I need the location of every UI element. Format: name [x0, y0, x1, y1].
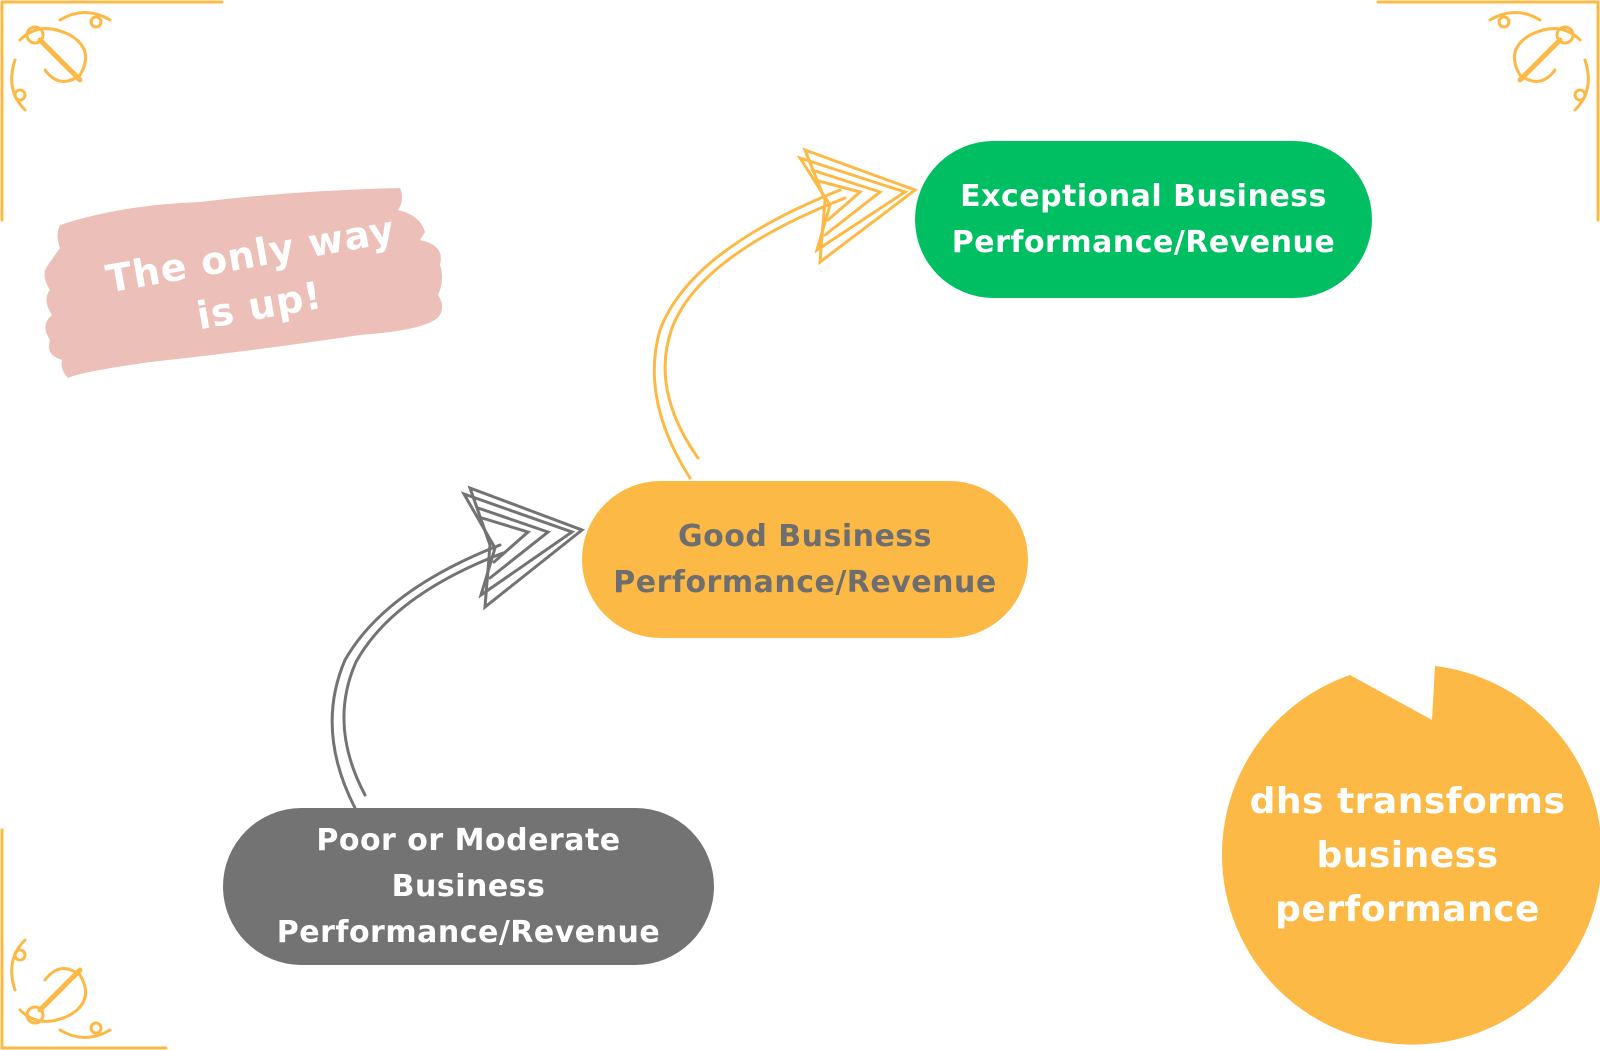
- stage-poor-line-2: Performance/Revenue: [276, 914, 661, 950]
- corner-ornament-bottom-left-icon: [0, 828, 168, 1050]
- corner-ornament-top-right-icon: [1376, 0, 1600, 222]
- badge-line-3: performance: [1275, 889, 1540, 930]
- brush-stroke-shape: [44, 188, 443, 378]
- sketch-arrow-lower-icon: [330, 485, 586, 810]
- stage-exceptional-line-2: Performance/Revenue: [951, 224, 1336, 260]
- stage-good-line-1: Good Business: [677, 518, 933, 554]
- stage-poor-line-1: Poor or Moderate Business: [316, 822, 621, 904]
- corner-ornament-top-left-icon: [0, 0, 224, 222]
- badge-shape: [1222, 666, 1600, 1045]
- stage-good: Good Business Performance/Revenue: [582, 481, 1028, 638]
- badge: dhs transforms business performance: [1225, 775, 1590, 937]
- sketch-arrow-upper-icon: [652, 147, 919, 480]
- stage-exceptional-line-1: Exceptional Business: [960, 178, 1327, 214]
- badge-line-2: business: [1316, 835, 1499, 876]
- stage-good-line-2: Performance/Revenue: [613, 564, 997, 600]
- badge-line-1: dhs transforms: [1249, 781, 1566, 822]
- stage-poor: Poor or Moderate Business Performance/Re…: [223, 808, 714, 965]
- stage-exceptional: Exceptional Business Performance/Revenue: [915, 141, 1372, 298]
